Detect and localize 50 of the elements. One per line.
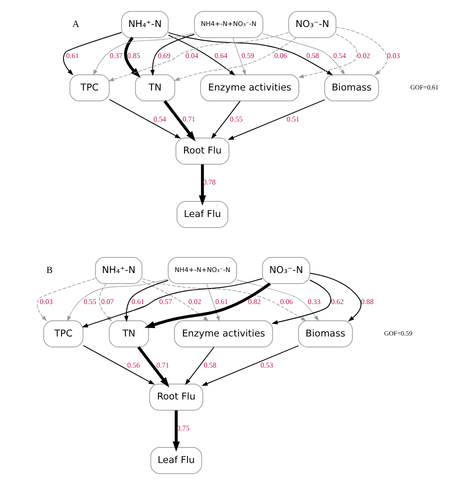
arrow <box>142 280 209 322</box>
arrow <box>232 37 246 76</box>
node-box: Leaf Flu <box>176 201 228 228</box>
arrow <box>211 100 241 139</box>
arrow <box>168 34 236 76</box>
node-box: NH₄⁺-N <box>121 11 169 38</box>
node-box: NH₄⁺-N <box>95 257 142 284</box>
arrow <box>142 278 306 322</box>
arrow <box>336 26 388 76</box>
arrow <box>124 280 169 322</box>
node-box: TN <box>135 74 176 102</box>
arrow <box>174 37 297 81</box>
node-box: Biomass <box>298 320 353 348</box>
arrow <box>93 32 194 76</box>
arrow <box>262 34 345 76</box>
arrow <box>236 280 319 322</box>
arrow <box>137 346 170 388</box>
arrow <box>202 345 299 386</box>
arrow <box>228 99 326 140</box>
arrow <box>36 278 96 322</box>
arrow <box>206 283 220 322</box>
arrow <box>298 34 358 78</box>
arrow <box>144 282 271 328</box>
arrow <box>198 164 206 206</box>
node-box: Root Flu <box>149 384 204 411</box>
arrow <box>150 34 195 76</box>
arrow <box>168 32 333 76</box>
label: B <box>46 266 53 276</box>
node-box: Enzyme activities <box>174 320 274 348</box>
node-box: TPC <box>43 320 84 348</box>
node-box: TPC <box>70 74 110 102</box>
arrow <box>63 32 122 76</box>
arrow <box>310 272 362 322</box>
node-box: Leaf Flu <box>150 447 202 474</box>
arrow <box>272 280 332 324</box>
label: A <box>72 20 80 30</box>
arrow <box>124 36 141 78</box>
arrow <box>108 32 289 82</box>
node-box: Root Flu <box>175 138 230 165</box>
arrow <box>184 346 214 385</box>
arrow <box>82 278 263 328</box>
arrow <box>109 99 181 139</box>
arrow <box>164 100 196 142</box>
node-box: NO₃⁻-N <box>262 257 310 284</box>
node-box: NO₃⁻-N <box>288 11 336 38</box>
node-box: Biomass <box>324 74 379 102</box>
arrow <box>82 345 155 385</box>
node-box: Enzyme activities <box>200 74 300 102</box>
arrow <box>172 410 180 452</box>
node-box: TN <box>108 320 149 348</box>
